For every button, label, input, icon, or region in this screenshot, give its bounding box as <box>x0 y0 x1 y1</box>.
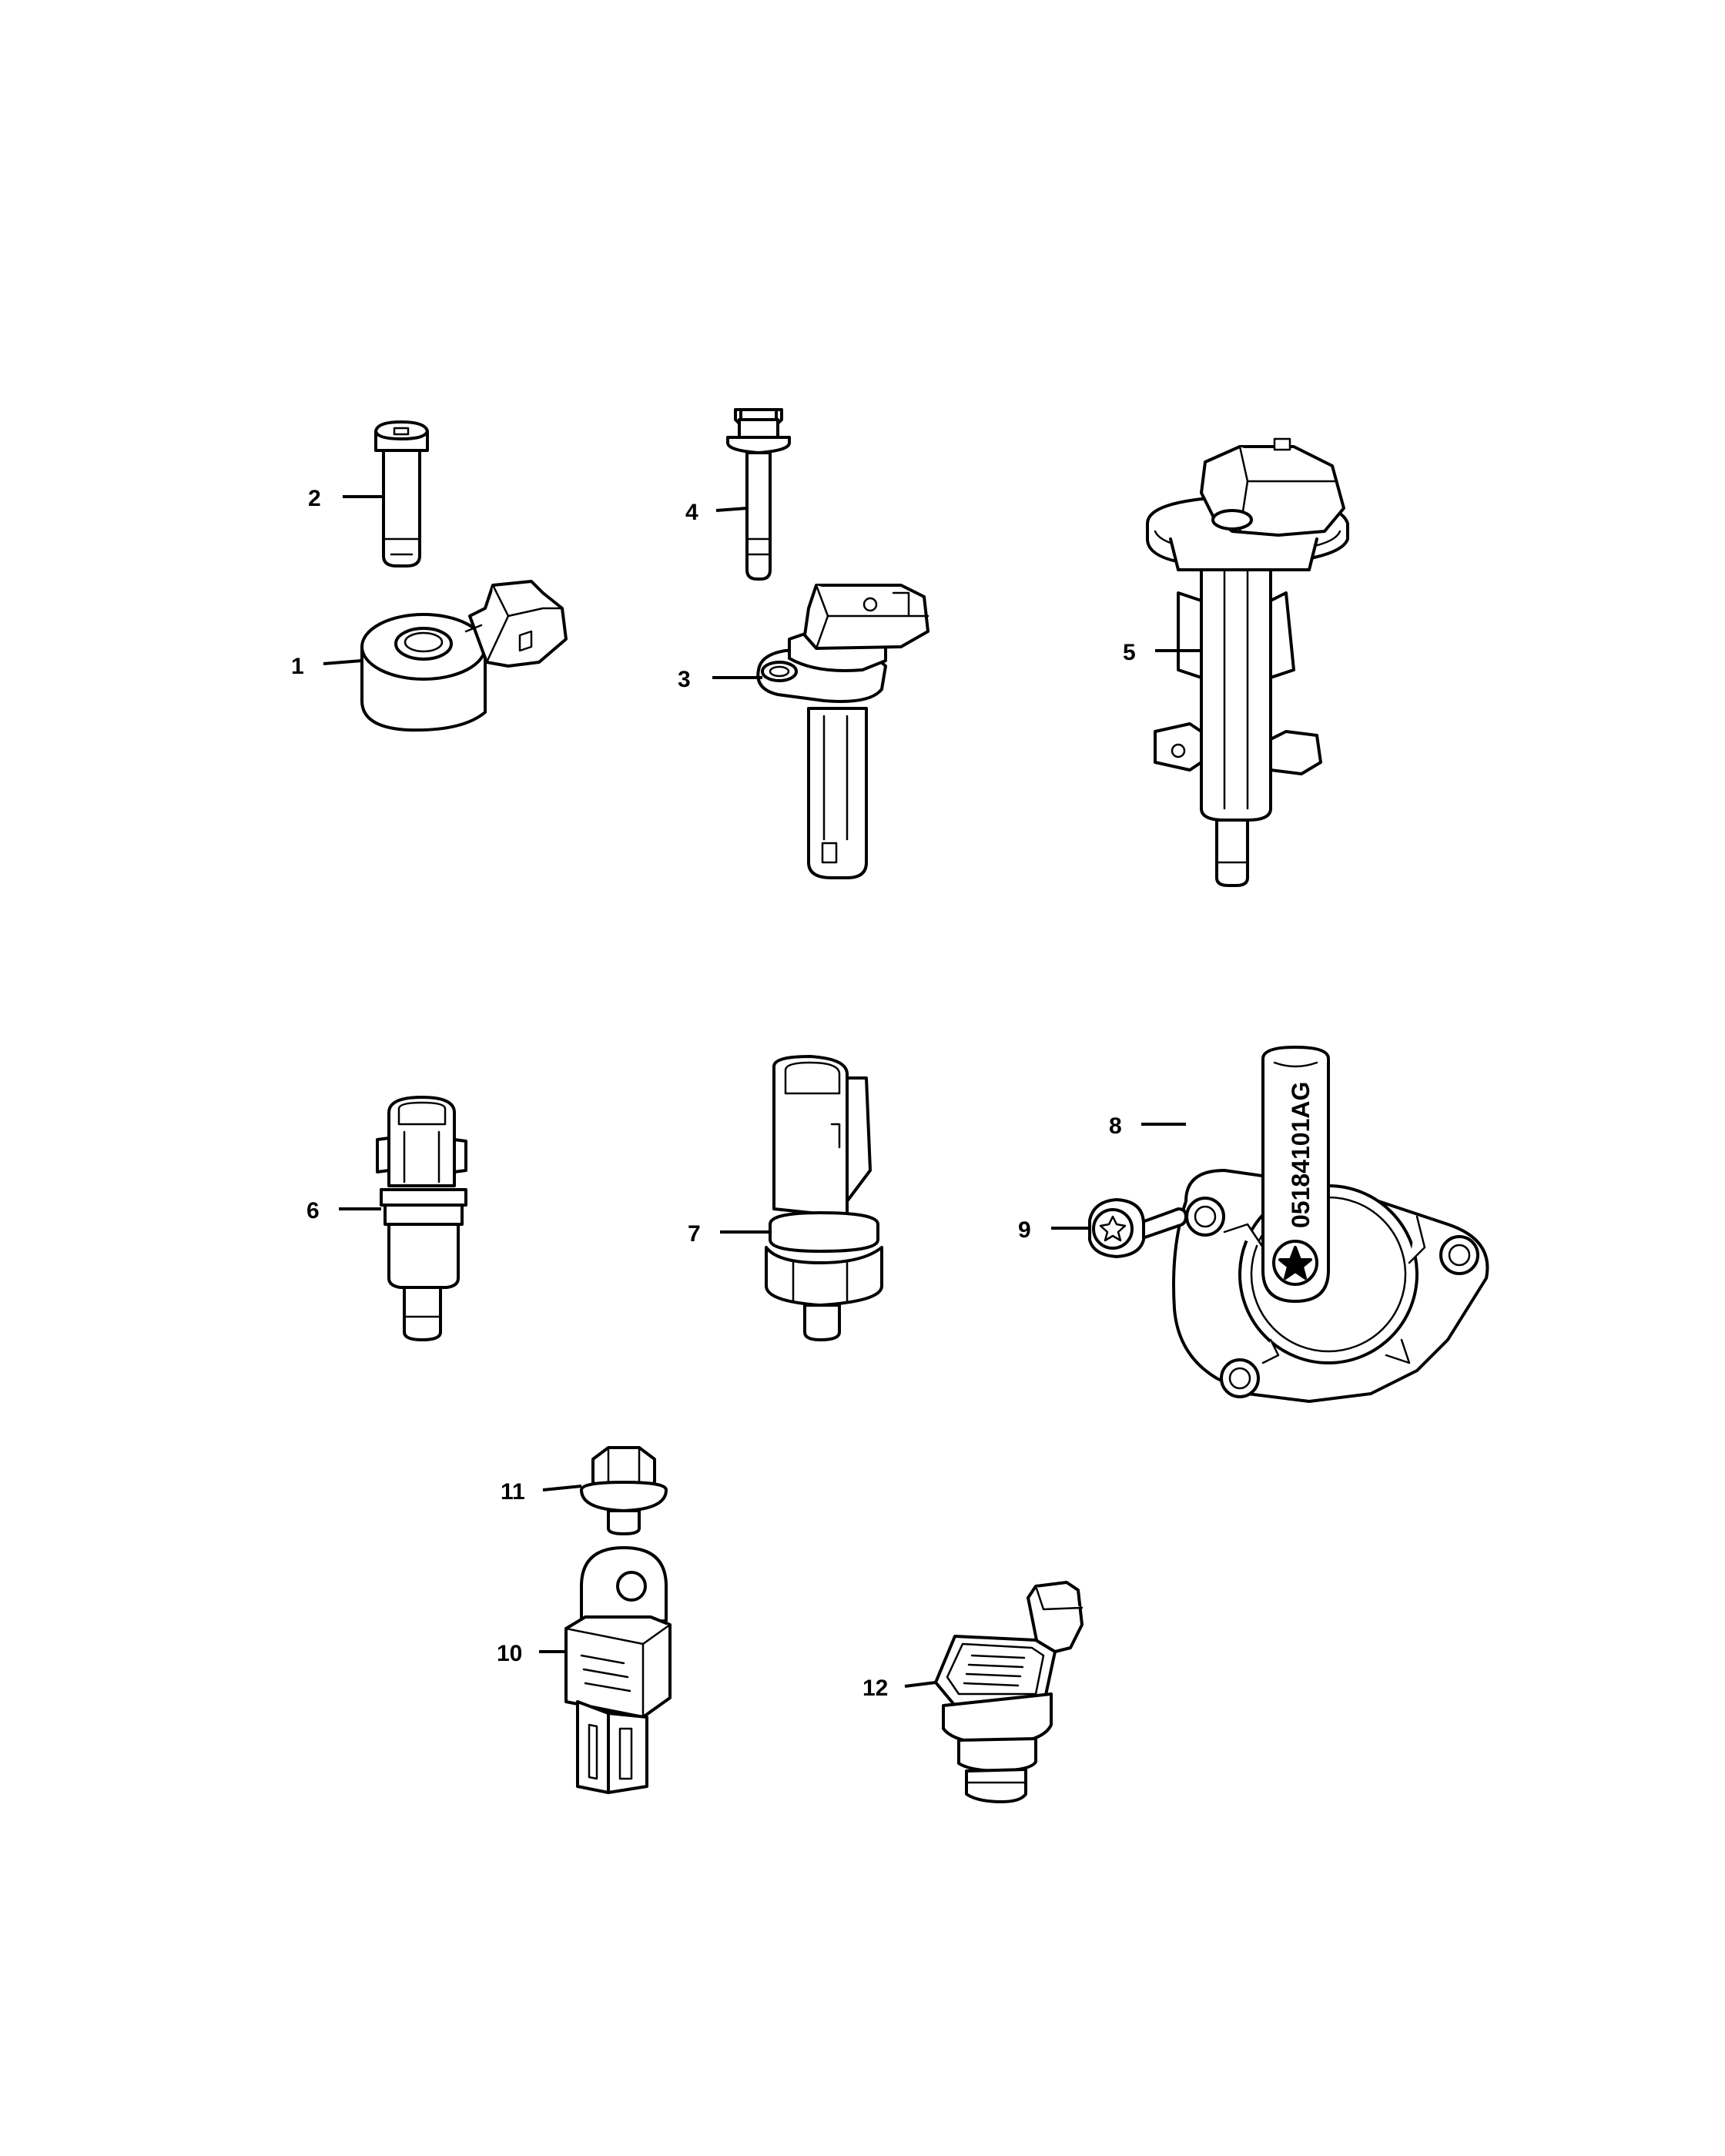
part-8-stamped-number: 05184101AG <box>1287 1082 1315 1228</box>
callout-4: 4 <box>685 500 698 525</box>
part-7-pressure-switch[interactable] <box>765 1055 883 1341</box>
part-8-sensor-housing[interactable]: 05184101AG <box>1172 1046 1489 1403</box>
callout-11: 11 <box>501 1479 525 1505</box>
part-5-sensor-assembly[interactable] <box>1146 437 1349 887</box>
leader-11 <box>542 1485 582 1491</box>
callout-7: 7 <box>688 1221 701 1247</box>
part-3-position-sensor[interactable] <box>756 584 929 879</box>
callout-6: 6 <box>306 1198 320 1224</box>
callouts: 1 2 3 4 5 6 7 8 9 10 11 12 <box>291 486 1136 1701</box>
callout-5: 5 <box>1123 640 1136 665</box>
leader-12 <box>904 1681 936 1688</box>
callout-2: 2 <box>308 486 321 511</box>
callout-1: 1 <box>291 654 304 679</box>
callout-10: 10 <box>497 1641 522 1666</box>
callout-3: 3 <box>678 667 691 692</box>
callout-8: 8 <box>1109 1113 1122 1139</box>
part-1-knock-sensor[interactable] <box>360 580 568 732</box>
callout-9: 9 <box>1018 1217 1031 1243</box>
part-9-torx-screw[interactable] <box>1088 1198 1187 1258</box>
leader-lines <box>323 495 1201 1688</box>
part-11-hex-bolt[interactable] <box>580 1446 668 1535</box>
leader-4 <box>715 507 748 512</box>
part-4-flange-bolt[interactable] <box>726 408 791 581</box>
part-10-sensor-with-tab[interactable] <box>564 1546 672 1794</box>
part-6-pressure-sensor[interactable] <box>376 1096 467 1341</box>
callout-12: 12 <box>862 1676 888 1701</box>
part-2-bolt[interactable] <box>374 420 429 567</box>
leader-1 <box>323 659 363 665</box>
part-12-map-sensor[interactable] <box>934 1581 1084 1803</box>
